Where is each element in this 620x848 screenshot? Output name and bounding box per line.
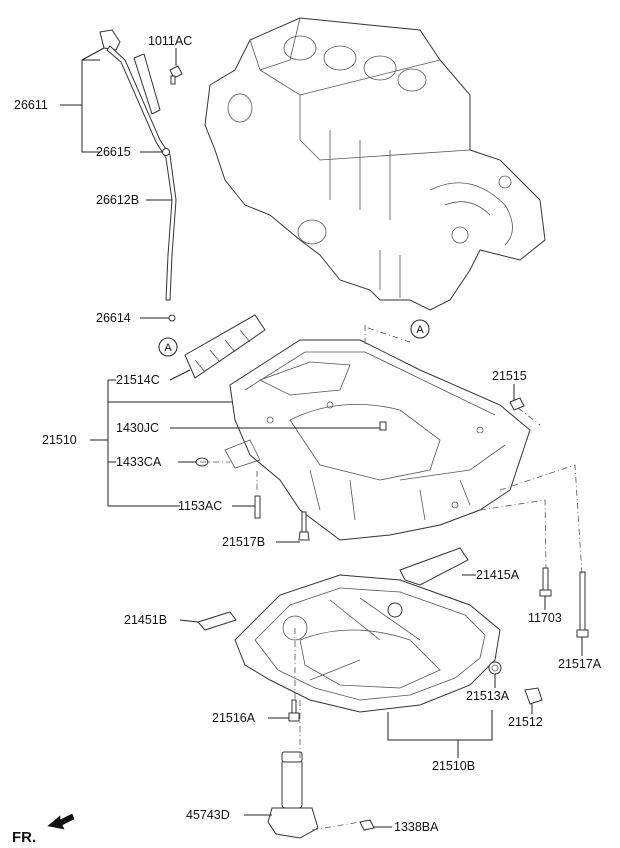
- front-direction-indicator: FR.: [12, 813, 75, 846]
- front-label: FR.: [12, 829, 36, 846]
- front-arrow-icon: [47, 813, 75, 830]
- ref-a-left-text: A: [164, 342, 172, 354]
- label-11703: 11703: [528, 611, 562, 625]
- label-21517a: 21517A: [558, 657, 602, 671]
- upper-oil-pan: [224, 339, 531, 541]
- bolt-21515: [509, 397, 525, 411]
- oil-level-sensor-45743d: [267, 751, 319, 839]
- bolt-21517b: [298, 511, 310, 541]
- label-21451b: 21451B: [124, 613, 167, 627]
- label-21512: 21512: [508, 715, 543, 729]
- label-1338ba: 1338BA: [394, 820, 439, 834]
- label-21514c: 21514C: [116, 373, 160, 387]
- bolt-21516a: [288, 699, 300, 722]
- ref-a-right-marker: A: [410, 319, 430, 339]
- bolt-1338ba: [359, 819, 375, 831]
- oil-dipstick: [99, 29, 177, 322]
- label-21415a: 21415A: [476, 568, 520, 582]
- washer-21513a: [488, 661, 502, 675]
- ref-a-right-text: A: [416, 324, 424, 336]
- label-21513a: 21513A: [466, 689, 510, 703]
- label-26615: 26615: [96, 145, 131, 159]
- label-1011ac: 1011AC: [148, 34, 192, 48]
- label-45743d: 45743D: [186, 808, 230, 822]
- ref-a-left-marker: A: [158, 337, 178, 357]
- bolt-1011ac: [169, 65, 183, 85]
- label-26611: 26611: [14, 98, 48, 112]
- label-21517b: 21517B: [222, 535, 265, 549]
- label-1433ca: 1433CA: [116, 455, 162, 469]
- drain-plug-21512: [524, 687, 543, 705]
- label-21510b: 21510B: [432, 759, 475, 773]
- engine-block: [204, 17, 546, 311]
- leader-lines: [60, 47, 583, 828]
- label-26612b: 26612B: [96, 193, 139, 207]
- center-lines: [200, 325, 583, 831]
- label-21515: 21515: [492, 369, 527, 383]
- bracket-21415a: [399, 547, 469, 586]
- baffle-21514c: [184, 314, 266, 379]
- label-1153ac: 1153AC: [178, 499, 222, 513]
- label-26614: 26614: [96, 311, 131, 325]
- label-21510: 21510: [42, 433, 77, 447]
- lower-oil-pan: [234, 574, 501, 713]
- stud-1153ac: [254, 495, 261, 519]
- bolt-11703: [539, 567, 552, 597]
- label-21516a: 21516A: [212, 711, 256, 725]
- part-labels: 1011AC 26611 26615 26612B 26614 21514C 2…: [14, 34, 602, 834]
- label-1430jc: 1430JC: [116, 421, 159, 435]
- bolt-21517a: [576, 571, 589, 638]
- plug-1430jc: [379, 421, 387, 431]
- sensor-21451b: [197, 611, 237, 631]
